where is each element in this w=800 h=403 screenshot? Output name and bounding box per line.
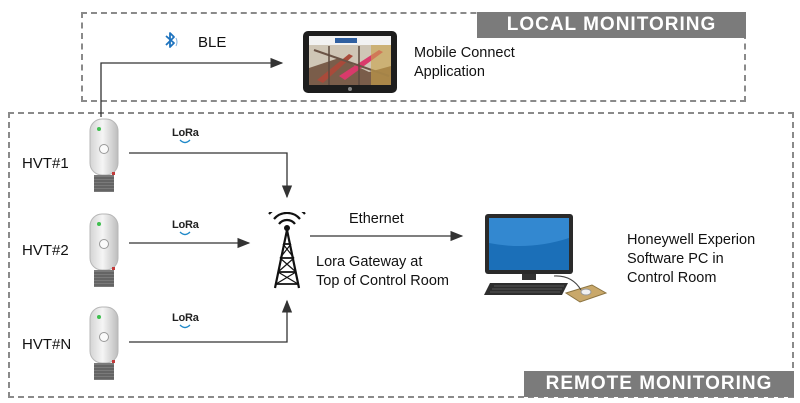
desktop-computer-icon <box>484 213 609 303</box>
remote-monitoring-title: REMOTE MONITORING <box>524 371 794 397</box>
hvtn-device <box>87 305 121 383</box>
lora-badge-1: LoRa <box>172 127 199 145</box>
hvt2-device <box>87 212 121 290</box>
tablet-device <box>303 31 397 93</box>
hvtn-link-line <box>129 299 293 343</box>
lora-badge-1-text: LoRa <box>172 127 199 139</box>
hvt1-link-line <box>129 152 293 199</box>
mobile-app-line1: Mobile Connect <box>414 45 515 61</box>
lora-badge-3: LoRa <box>172 312 199 330</box>
lora-wave-icon <box>179 231 191 236</box>
lora-wave-icon <box>179 324 191 329</box>
lora-badge-2: LoRa <box>172 219 199 237</box>
lora-badge-2-text: LoRa <box>172 219 199 231</box>
ble-link-line <box>100 57 284 117</box>
remote-monitoring-box <box>8 112 794 398</box>
hvt1-label: HVT#1 <box>22 155 69 172</box>
radio-tower-icon <box>263 204 311 290</box>
local-monitoring-box <box>81 12 746 102</box>
hvtn-label: HVT#N <box>22 336 72 353</box>
ble-label: BLE <box>198 34 227 51</box>
tablet-home-button <box>348 87 352 91</box>
ethernet-label: Ethernet <box>349 211 404 227</box>
gateway-line2: Top of Control Room <box>316 273 449 289</box>
lora-badge-3-text: LoRa <box>172 312 199 324</box>
lora-wave-icon <box>179 139 191 144</box>
pc-line3: Control Room <box>627 270 717 286</box>
bluetooth-icon <box>161 31 179 53</box>
local-monitoring-title: LOCAL MONITORING <box>477 12 746 38</box>
hvt1-device <box>87 117 121 195</box>
mobile-app-line2: Application <box>414 64 485 80</box>
pc-line1: Honeywell Experion <box>627 232 756 248</box>
pc-line2: Software PC in <box>627 251 724 267</box>
hvt2-label: HVT#2 <box>22 242 69 259</box>
tablet-screen <box>309 36 391 85</box>
gateway-line1: Lora Gateway at <box>316 254 423 270</box>
